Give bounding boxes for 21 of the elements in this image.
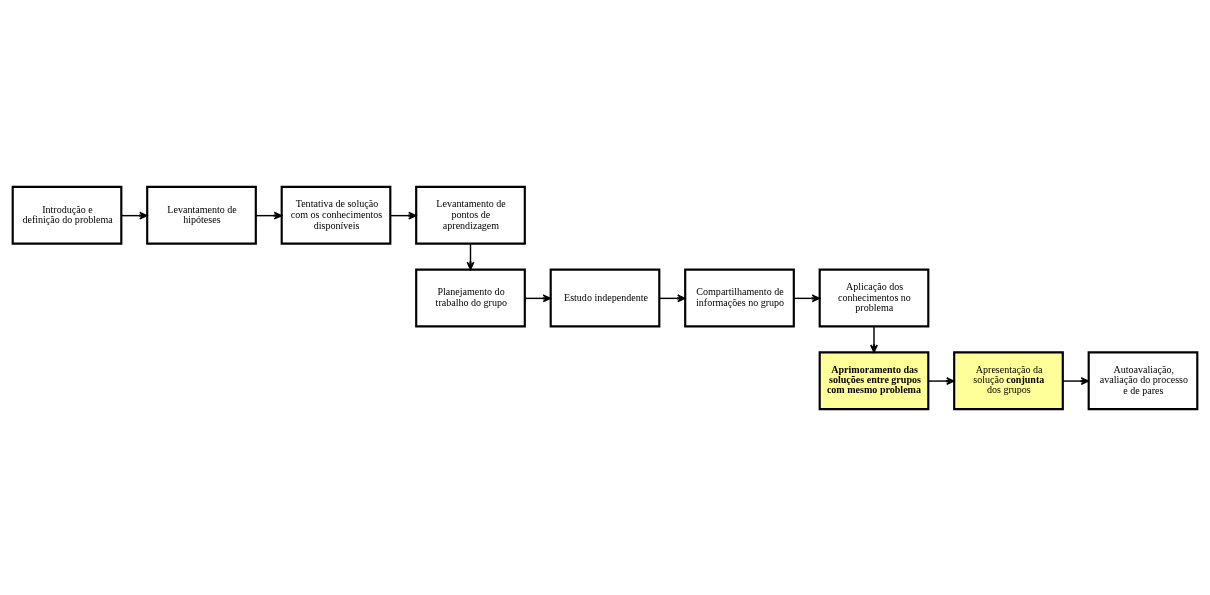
node-box: Levantamento de pontos de aprendizagem [415,185,526,245]
node-box: Aplicação dos conhecimentos no problema [818,268,930,327]
arrow [1062,376,1090,385]
node-box: Apresentação da solução conjunta dos grupos [953,350,1064,410]
node-box: Planejamento do trabalho do grupo [415,268,526,327]
arrow [120,211,148,220]
node-box: Aprimoramento das soluções entre grupos com mesmo problema [818,350,930,410]
arrow [389,211,417,220]
arrow [466,242,475,270]
node-box: Tentativa de solução com os conhecimentos disponíveis [280,185,392,245]
arrow [255,211,283,220]
arrow [793,293,821,302]
arrow [870,325,878,353]
arrow [658,293,686,302]
arrow [927,376,955,385]
node-box: Levantamento de hipóteses [146,185,257,245]
arrow [524,293,552,302]
node-box: Autoavaliação, avaliação do processo e de pares [1087,350,1199,410]
node-box: Introdução e definição do problema [11,185,123,245]
node-box: Compartilhamento de informações no grupo [684,268,795,327]
node-box: Estudo independente [549,268,661,327]
